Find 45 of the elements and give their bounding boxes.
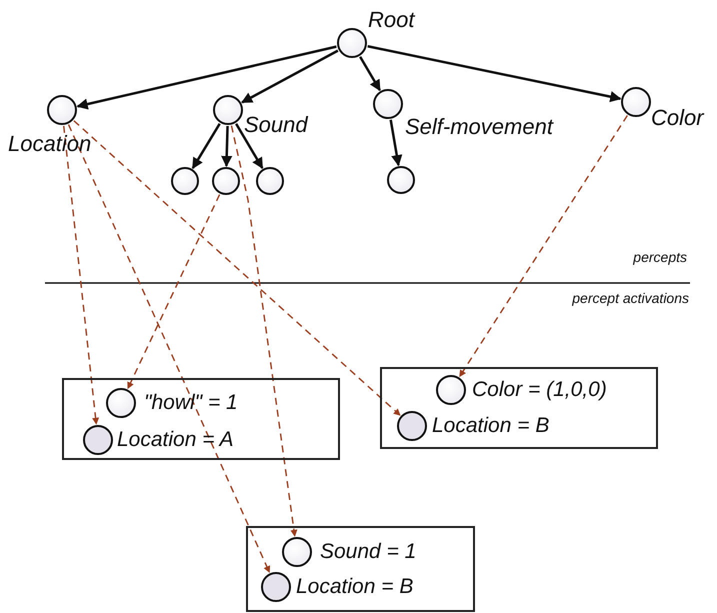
node-label: Sound <box>244 111 308 138</box>
node-label: Location = B <box>296 574 414 600</box>
dashed-arrow <box>459 115 628 378</box>
concept-node <box>282 537 312 567</box>
concept-node <box>387 166 415 194</box>
dashed-arrow <box>68 124 270 574</box>
concept-node <box>397 411 427 441</box>
node-label: Self-movement <box>405 113 553 140</box>
node-label: Sound = 1 <box>320 539 416 565</box>
arrow <box>389 120 402 166</box>
concept-node <box>256 167 284 195</box>
dashed-arrow <box>230 125 298 537</box>
node-label: "howl" = 1 <box>144 390 238 416</box>
node-label: Root <box>368 6 414 34</box>
dashed-arrow <box>63 126 100 425</box>
node-label: Location <box>8 130 92 158</box>
concept-node <box>621 87 651 117</box>
concept-node <box>337 28 367 58</box>
node-label: Color <box>651 104 704 132</box>
concept-node <box>213 95 243 125</box>
activation-box <box>62 378 340 460</box>
activation-box <box>380 367 658 449</box>
concept-node <box>47 95 77 125</box>
concept-node <box>171 167 199 195</box>
concept-node <box>261 572 291 602</box>
node-label: Location = B <box>432 413 550 439</box>
arrow <box>359 56 381 92</box>
dashed-arrow <box>127 194 220 390</box>
activation-box <box>246 526 475 612</box>
concept-node <box>106 388 136 418</box>
concept-node <box>83 425 113 455</box>
arrow <box>192 123 221 170</box>
node-label: Location = A <box>117 427 234 453</box>
arrow <box>241 50 339 104</box>
arrow <box>235 123 264 170</box>
arrow <box>221 126 232 168</box>
node-label: Color = (1,0,0) <box>472 377 607 403</box>
arrow <box>76 45 337 110</box>
dashed-arrow <box>73 120 401 416</box>
concept-node <box>436 375 466 405</box>
section-label: percept activations <box>572 289 689 308</box>
section-label: percepts <box>633 248 687 267</box>
arrow <box>367 45 622 102</box>
concept-node <box>212 167 240 195</box>
concept-node <box>373 89 403 119</box>
